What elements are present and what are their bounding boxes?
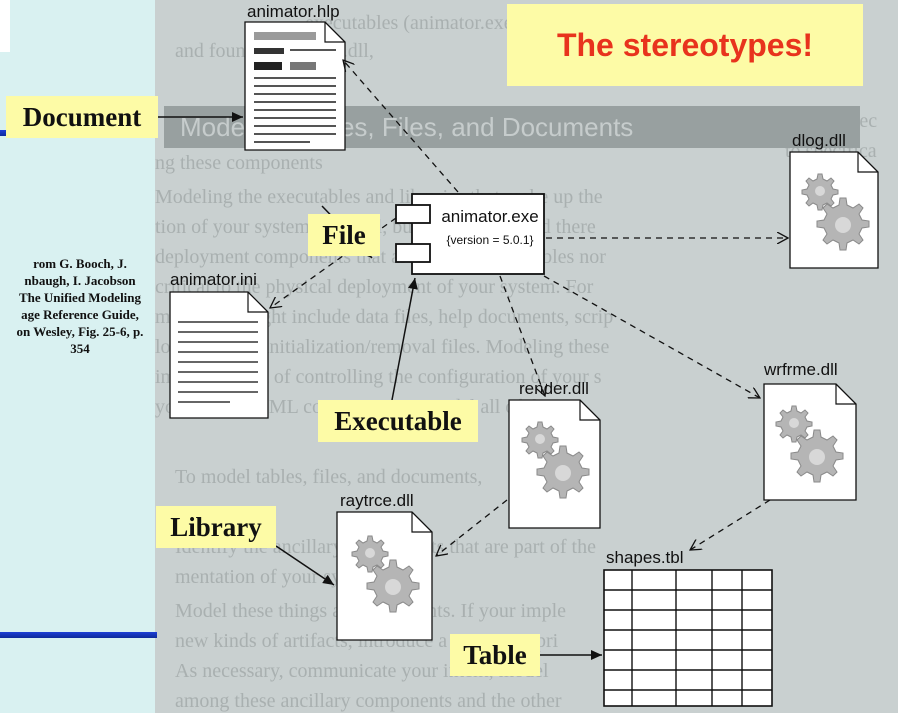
pointer-executable xyxy=(391,277,418,401)
label-dlog-dll: dlog.dll xyxy=(792,131,846,150)
citation-line: age Reference Guide, xyxy=(21,307,139,322)
label-library: Library xyxy=(156,506,276,548)
render-dll-library xyxy=(508,399,601,529)
label-animator-ini: animator.ini xyxy=(170,270,257,289)
label-wrfrme-dll: wrfrme.dll xyxy=(763,360,838,379)
bg-line: To model tables, files, and documents, xyxy=(175,466,483,488)
citation-line: on Wesley, Fig. 25-6, p. xyxy=(16,324,144,339)
dependency-exe-to-hlp xyxy=(343,60,459,193)
animator-ini-file xyxy=(169,291,269,419)
label-animator-exe: animator.exe xyxy=(441,207,538,226)
label-table: Table xyxy=(450,634,540,676)
pointer-library xyxy=(275,545,335,586)
citation-line: 354 xyxy=(70,341,90,356)
citation-line: The Unified Modeling xyxy=(18,290,142,305)
label-version: {version = 5.0.1} xyxy=(446,233,533,247)
label-file: File xyxy=(308,214,380,256)
citation-line: rom G. Booch, J. xyxy=(33,256,127,271)
top-left-corner xyxy=(0,0,10,52)
blue-rule-bottom xyxy=(0,632,157,638)
dependency-exe-to-render xyxy=(499,275,545,396)
dependency-exe-to-wrfrme xyxy=(543,275,760,398)
bg-line: critical to the physical deployment of y… xyxy=(155,276,594,298)
citation-line: nbaugh, I. Jacobson xyxy=(24,273,136,288)
animator-exe-component xyxy=(395,193,545,275)
label-shapes-tbl: shapes.tbl xyxy=(606,548,684,567)
animator-hlp-document xyxy=(244,21,346,151)
label-document: Document xyxy=(6,96,158,138)
citation: rom G. Booch, J. nbaugh, I. Jacobson The… xyxy=(0,255,160,357)
dependency-wrfrme-to-shapes xyxy=(690,499,771,550)
label-render-dll: render.dll xyxy=(519,379,589,398)
dlog-dll-library xyxy=(789,151,879,269)
bg-line: among these ancillary components and the… xyxy=(175,690,562,712)
raytrce-dll-library xyxy=(336,511,433,641)
bg-line: mentation might include data files, help… xyxy=(155,306,614,328)
dependency-render-to-raytrce xyxy=(436,499,508,556)
wrfrme-dll-library xyxy=(763,383,857,501)
label-animator-hlp: animator.hlp xyxy=(247,2,340,21)
bg-line: executables (animator.exe, w xyxy=(305,12,538,34)
label-raytrce-dll: raytrce.dll xyxy=(340,491,414,510)
bg-line: ng these components xyxy=(155,152,323,174)
slide-title: The stereotypes! xyxy=(507,4,863,86)
shapes-tbl-table xyxy=(603,569,773,707)
label-executable: Executable xyxy=(318,400,478,442)
